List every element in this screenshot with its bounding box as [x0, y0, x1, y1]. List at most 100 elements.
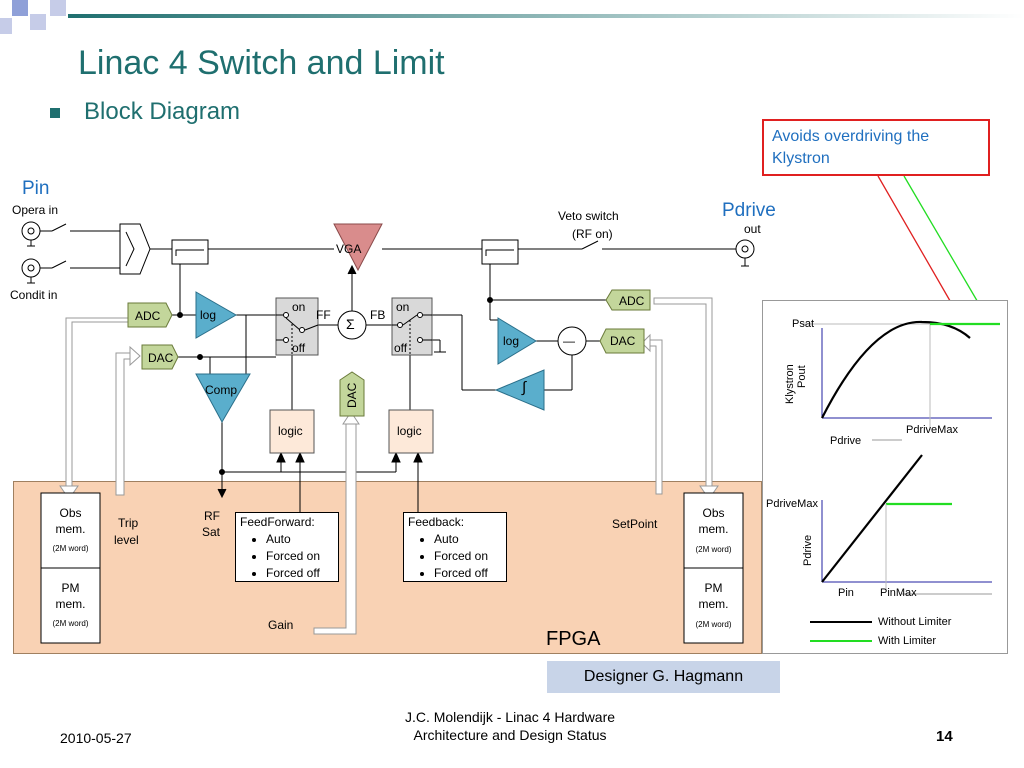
gain-label: Gain [268, 618, 294, 632]
page-number: 14 [936, 728, 953, 745]
slide-subtitle: Block Diagram [84, 98, 241, 125]
obs-mem-left-label-1: Obs [59, 506, 82, 520]
feedback-item: Forced on [434, 548, 502, 565]
dac-left-label: DAC [148, 351, 174, 365]
logic-ff-box [269, 409, 315, 454]
obs-mem-left-box [40, 492, 101, 569]
ff-off-label: off [292, 341, 306, 355]
plot-top-xlabel: Pdrive [830, 435, 862, 447]
condit-in-connector [21, 258, 41, 278]
plot-bottom-pin: Pin [838, 587, 854, 599]
slide-title: Linac 4 Switch and Limit [78, 44, 445, 82]
opera-in-connector [21, 221, 41, 241]
rf-sat-label-1: RF [204, 509, 220, 523]
comparator-block [195, 373, 251, 424]
opera-in-label: Opera in [12, 203, 59, 217]
sigma-label: Σ [346, 316, 355, 332]
obs-mem-right-label-2: mem. [698, 522, 729, 536]
pm-mem-right-size: (2M word) [695, 620, 732, 629]
header-rule [68, 14, 1024, 18]
feedforward-box: FeedForward: Auto Forced on Forced off [235, 512, 339, 582]
limiter-plot-panel [762, 300, 1008, 654]
trip-level-label-2: level [114, 533, 139, 547]
limiter-plots [802, 320, 1000, 642]
plot-bottom-pinmax: PinMax [880, 587, 917, 599]
obs-mem-right-size: (2M word) [695, 545, 732, 554]
log-left-block [195, 291, 238, 339]
integrator-block [494, 369, 545, 411]
curve-without-limiter-bottom [821, 454, 923, 583]
fb-on-label: on [396, 300, 410, 314]
pm-mem-left-size: (2M word) [52, 619, 89, 628]
summing-node [337, 310, 367, 340]
fb-off-label: off [394, 341, 408, 355]
output-connector [735, 239, 755, 259]
plot-bottom-ylabel: Pdrive [802, 534, 814, 566]
corner-square [12, 0, 28, 16]
legend-without-label: Without Limiter [878, 616, 952, 628]
logic-ff-label: logic [278, 424, 303, 438]
feedforward-list: Auto Forced on Forced off [240, 531, 334, 582]
corner-square [30, 14, 46, 30]
out-label: out [744, 222, 761, 236]
fb-label: FB [370, 308, 386, 322]
trip-level-label-1: Trip [118, 516, 139, 530]
obs-mem-right-box [683, 492, 744, 569]
coupler-right [481, 239, 519, 265]
feedforward-item: Forced off [266, 565, 334, 582]
pdrive-label: Pdrive [722, 200, 776, 221]
comp-label: Comp [205, 383, 238, 397]
plot-top-ylabel-2: Pout [796, 365, 808, 388]
obs-mem-left-size: (2M word) [52, 544, 89, 553]
ff-switch-box [275, 297, 319, 356]
feedforward-item: Auto [266, 531, 334, 548]
fpga-area [13, 481, 762, 654]
veto-switch-sub-label: (RF on) [572, 227, 613, 241]
logic-fb-label: logic [397, 424, 422, 438]
setpoint-label: SetPoint [612, 517, 658, 531]
dac-left-block [141, 344, 179, 370]
rf-sat-label-2: Sat [202, 525, 221, 539]
feedback-item: Auto [434, 531, 502, 548]
plot-top-pdrivemax: PdriveMax [906, 424, 958, 436]
corner-square [50, 0, 66, 16]
legend-with-label: With Limiter [878, 635, 937, 647]
plot-top-ylabel: Klystron Pout [784, 364, 808, 404]
adc-right-block [605, 289, 651, 311]
vga-amplifier [333, 223, 383, 272]
klystron-note: Avoids overdriving the Klystron [762, 119, 990, 176]
feedforward-item: Forced on [266, 548, 334, 565]
logic-fb-box [388, 409, 434, 454]
adc-left-label: ADC [135, 309, 161, 323]
dac-mid-label: DAC [345, 382, 359, 408]
pin-label: Pin [22, 178, 50, 199]
footer-line-2: Architecture and Design Status [413, 727, 607, 743]
pm-mem-left-label-1: PM [61, 581, 80, 595]
ff-on-label: on [292, 300, 306, 314]
plot-top-ylabel-1: Klystron [784, 364, 796, 404]
footer-center: J.C. Molendijk - Linac 4 Hardware Archit… [360, 708, 660, 744]
obs-mem-right-label-1: Obs [702, 506, 725, 520]
fpga-label: FPGA [546, 628, 601, 650]
vga-label: VGA [336, 242, 362, 256]
footer-date: 2010-05-27 [60, 730, 132, 746]
fb-switch-box [391, 297, 433, 356]
condit-in-label: Condit in [10, 288, 58, 302]
subtractor-label: — [563, 334, 575, 348]
footer-line-1: J.C. Molendijk - Linac 4 Hardware [404, 709, 616, 725]
subtractor [557, 326, 587, 356]
designer-credit: Designer G. Hagmann [547, 661, 780, 693]
integrator-label: ∫ [522, 379, 527, 396]
pm-mem-right-label-2: mem. [698, 597, 729, 611]
log-right-label: log [503, 334, 520, 348]
plot-bottom-pdrivemax: PdriveMax [766, 498, 818, 510]
feedback-title: Feedback: [408, 515, 465, 529]
adc-right-label: ADC [619, 294, 645, 308]
ff-label: FF [316, 308, 331, 322]
curve-without-limiter-top [821, 320, 971, 419]
plot-psat-label: Psat [792, 318, 815, 330]
feedback-list: Auto Forced on Forced off [408, 531, 502, 582]
bullet-square [50, 108, 60, 118]
dac-right-block [599, 328, 645, 354]
